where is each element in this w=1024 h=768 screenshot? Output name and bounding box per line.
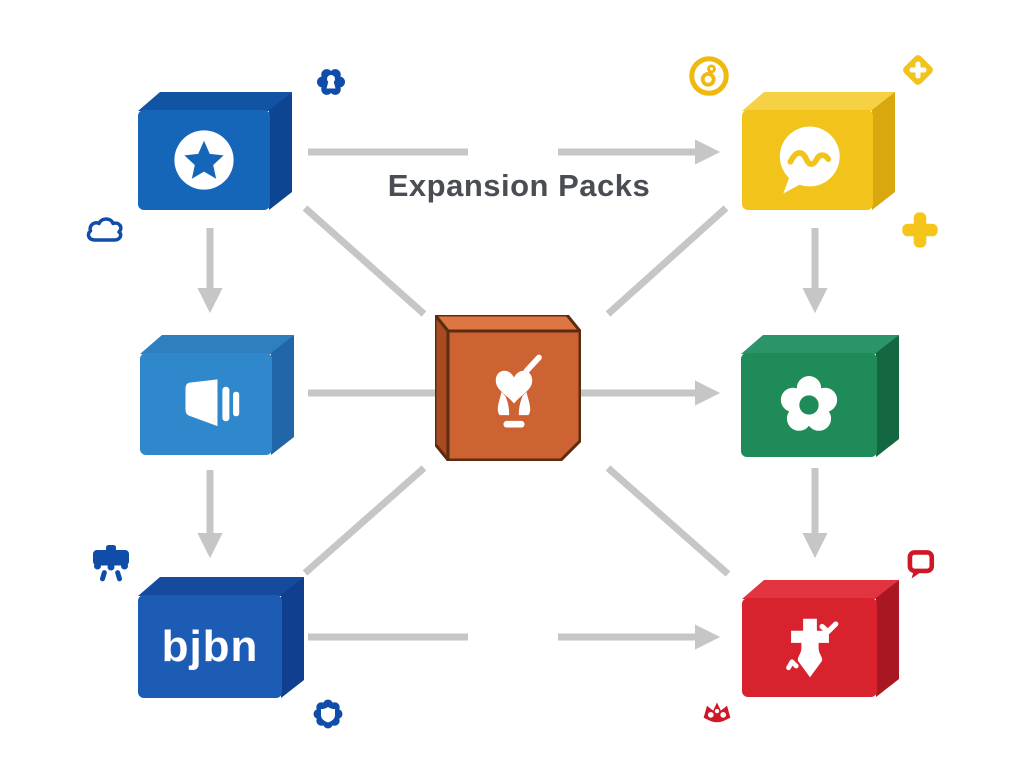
diamond-plus-icon xyxy=(903,55,933,85)
chat-bubble-icon xyxy=(779,126,840,194)
edge-chat-idea xyxy=(605,205,729,317)
box-top-face xyxy=(742,580,899,599)
coin-icon xyxy=(689,56,729,96)
medical-arrow-icon xyxy=(785,618,838,677)
box-top-face xyxy=(741,335,899,354)
cloud-icon xyxy=(86,217,123,242)
box-front-face: bjbn xyxy=(138,595,282,698)
node-chat-pack xyxy=(742,92,895,210)
box-side-face xyxy=(269,92,292,210)
bjbn-label: bjbn xyxy=(161,621,259,671)
box-side-face xyxy=(876,580,899,697)
node-flower-pack xyxy=(741,335,899,457)
diagram-title: Expansion Packs xyxy=(387,168,651,203)
speech-bubble-icon xyxy=(907,550,935,579)
box-top-face xyxy=(140,335,294,354)
idea-box-graphic xyxy=(433,313,582,462)
lightbulb-heart-icon xyxy=(495,354,542,428)
star-circle-icon xyxy=(174,130,234,190)
node-idea-pack xyxy=(433,313,582,462)
box-front-face xyxy=(741,353,877,457)
box-top-face xyxy=(138,92,292,111)
box-front-face xyxy=(140,353,272,455)
plus-icon xyxy=(902,212,938,248)
gear-shield-icon xyxy=(313,699,343,729)
box-front-face xyxy=(742,598,877,697)
megaphone-icon xyxy=(185,379,240,427)
node-megaphone-pack xyxy=(140,335,294,455)
box-side-face xyxy=(876,335,899,457)
edge-star-idea xyxy=(302,205,427,317)
node-star-pack xyxy=(138,92,292,210)
box-side-face xyxy=(872,92,895,210)
box-front-face xyxy=(742,110,873,210)
node-bjbn-pack: bjbn xyxy=(138,577,304,698)
node-aid-pack xyxy=(742,580,899,697)
box-side-face xyxy=(271,335,294,455)
easel-icon xyxy=(93,545,129,582)
box-front-face xyxy=(138,110,270,210)
edge-idea-aid xyxy=(605,465,731,577)
crown-icon xyxy=(703,702,731,723)
gear-icon xyxy=(317,69,345,95)
box-side-face xyxy=(281,577,304,698)
flower-gear-icon xyxy=(780,376,838,431)
edge-idea-bjbn xyxy=(302,465,427,576)
box-top-face xyxy=(742,92,895,111)
box-top-face xyxy=(138,577,304,596)
